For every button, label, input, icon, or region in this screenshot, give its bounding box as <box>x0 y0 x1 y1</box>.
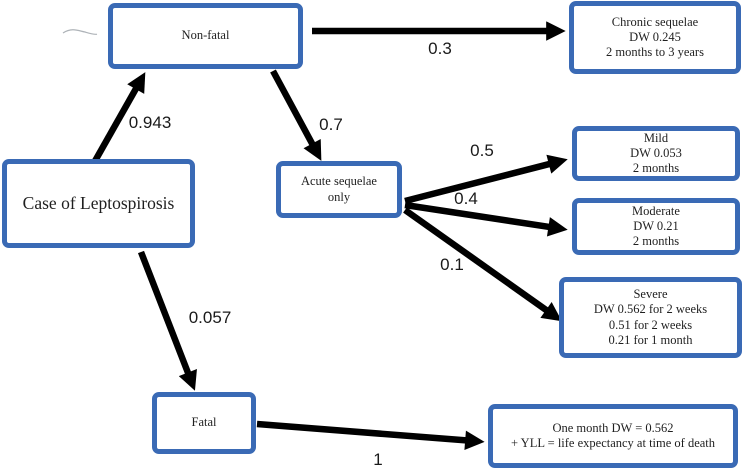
node-label: Chronic sequelae <box>611 14 699 29</box>
arrow-fatal-to-death <box>256 420 485 451</box>
node-yll-note: + YLL = life expectancy at time of death <box>510 436 716 450</box>
arrow-case-to-fatal <box>137 250 197 391</box>
probability-label-non-fatal-to-chronic: 0.3 <box>428 39 452 58</box>
node-chronic-sequelae: Chronic sequelae DW 0.245 2 months to 3 … <box>569 1 741 74</box>
pen-mark <box>62 29 98 35</box>
node-label: Case of Leptospirosis <box>22 192 175 213</box>
node-disability-weight: 0.51 for 2 weeks <box>608 317 693 332</box>
node-label: Mild <box>643 130 669 145</box>
arrow-acute-to-mild <box>404 154 568 205</box>
node-duration: 2 months <box>632 234 680 249</box>
probability-label-acute-to-mild: 0.5 <box>470 141 494 160</box>
probability-label-case-to-fatal: 0.057 <box>188 308 232 327</box>
node-duration: 2 months to 3 years <box>606 45 704 60</box>
node-non-fatal: Non-fatal <box>108 3 303 69</box>
node-disability-weight: DW 0.562 for 2 weeks <box>593 302 708 317</box>
node-mild: Mild DW 0.053 2 months <box>572 126 740 181</box>
node-acute-sequelae-only: Acute sequelae only <box>276 161 402 218</box>
node-label: only <box>327 189 351 204</box>
node-label: Severe <box>633 287 668 301</box>
node-duration: 2 months <box>632 161 680 176</box>
node-disability-weight: One month DW = 0.562 <box>552 420 674 435</box>
node-case-of-leptospirosis: Case of Leptospirosis <box>2 159 195 248</box>
probability-label-acute-to-severe: 0.1 <box>440 255 464 274</box>
probability-label-non-fatal-to-acute: 0.7 <box>319 115 343 134</box>
node-disability-weight: DW 0.245 <box>629 29 681 44</box>
node-disability-weight: DW 0.21 <box>633 218 679 233</box>
arrow-acute-to-severe <box>403 207 562 322</box>
probability-label-acute-to-moderate: 0.4 <box>454 189 478 208</box>
arrow-acute-to-moderate <box>404 201 568 237</box>
node-severe: Severe DW 0.562 for 2 weeks 0.51 for 2 w… <box>559 277 742 358</box>
node-label: Fatal <box>191 415 217 430</box>
node-moderate: Moderate DW 0.21 2 months <box>572 198 740 255</box>
node-label: Non-fatal <box>181 28 230 43</box>
probability-label-case-to-non-fatal: 0.943 <box>128 113 172 132</box>
node-disability-weight: DW 0.053 <box>630 145 682 160</box>
arrow-non-fatal-to-acute <box>270 69 322 161</box>
probability-label-fatal-to-death: 1 <box>373 450 383 469</box>
node-fatal: Fatal <box>152 392 256 454</box>
node-death-outcome: One month DW = 0.562 + YLL = life expect… <box>488 404 738 468</box>
node-label: Acute sequelae <box>300 174 377 189</box>
node-label: Moderate <box>632 203 680 218</box>
node-disability-weight: 0.21 for 1 month <box>608 332 693 347</box>
